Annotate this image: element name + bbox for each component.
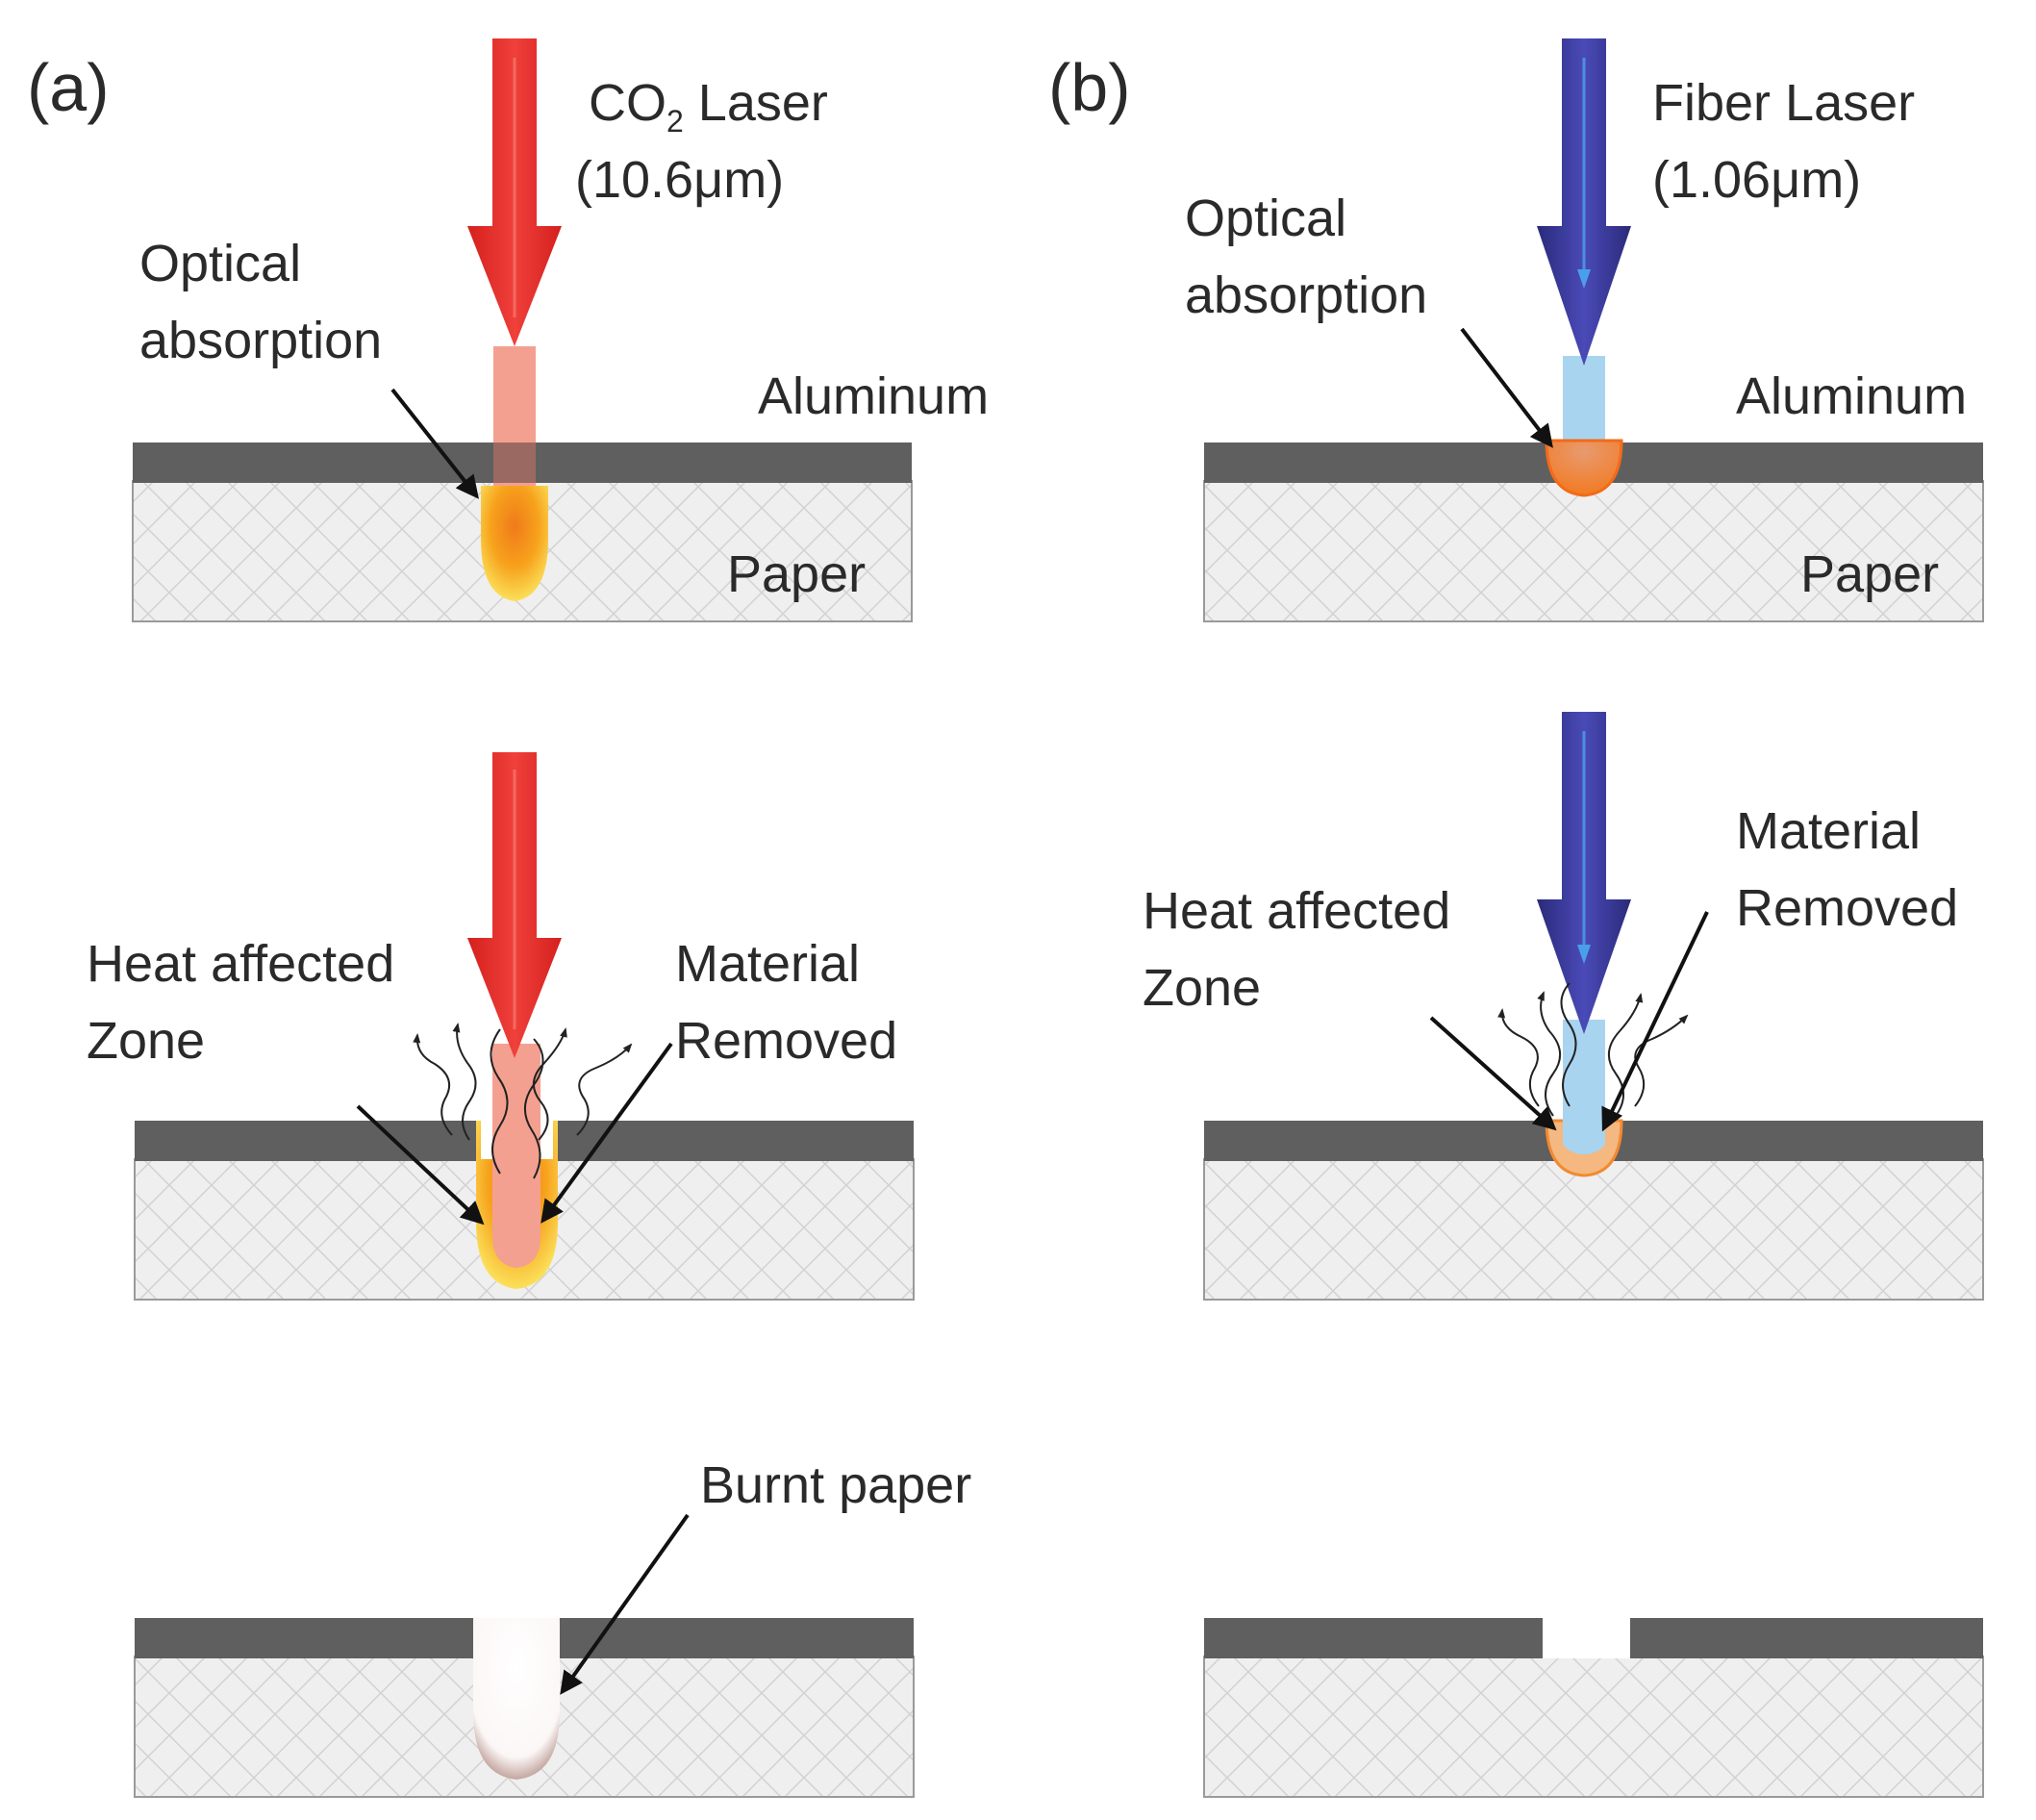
co2-wavelength: (10.6μm) bbox=[575, 151, 784, 209]
optical-label-2: absorption bbox=[1185, 266, 1427, 324]
panel-b-row1: Fiber Laser (1.06μm) Optical absorption … bbox=[1185, 38, 1984, 622]
paper-label: Paper bbox=[727, 545, 866, 603]
fiber-beam bbox=[1563, 356, 1605, 447]
heat-pointer bbox=[1429, 1016, 1557, 1131]
optical-pointer bbox=[390, 388, 479, 499]
panel-a-label: (a) bbox=[27, 50, 110, 125]
panel-b-row3 bbox=[1203, 1618, 1984, 1798]
paper-layer bbox=[1203, 1656, 1984, 1798]
aluminum-label: Aluminum bbox=[1736, 367, 1967, 425]
panel-a-row3: Burnt paper bbox=[134, 1456, 971, 1798]
material-label-1: Material bbox=[1736, 802, 1921, 860]
removed-gap bbox=[1543, 1618, 1630, 1658]
material-label-1: Material bbox=[675, 935, 860, 993]
panel-a-row1: CO2 Laser (10.6μm) Optical absorption Al… bbox=[132, 38, 989, 622]
co2-beam bbox=[492, 1044, 540, 1125]
burnt-cavity bbox=[473, 1618, 560, 1780]
panel-a-row2: Heat affected Zone Material Removed bbox=[87, 752, 915, 1301]
heat-label-1: Heat affected bbox=[87, 935, 394, 993]
aluminum-layer-right bbox=[1630, 1618, 1983, 1658]
absorption-spot bbox=[481, 486, 548, 601]
vapor-squiggles bbox=[413, 1023, 633, 1179]
heat-label-1: Heat affected bbox=[1143, 882, 1450, 940]
material-label-2: Removed bbox=[1736, 879, 1958, 937]
paper-layer bbox=[1203, 1158, 1984, 1301]
material-pointer bbox=[540, 1042, 673, 1224]
material-pointer bbox=[1601, 911, 1709, 1132]
heat-label-2: Zone bbox=[1143, 959, 1261, 1017]
aluminum-layer-left bbox=[1204, 1618, 1543, 1658]
fiber-wavelength: (1.06μm) bbox=[1652, 151, 1861, 209]
absorption-spot bbox=[1545, 439, 1623, 497]
material-label-2: Removed bbox=[675, 1012, 897, 1070]
optical-pointer bbox=[1460, 327, 1553, 448]
aluminum-layer-right bbox=[560, 1618, 914, 1658]
vapor-squiggles bbox=[1497, 982, 1689, 1117]
burnt-label: Burnt paper bbox=[700, 1456, 971, 1514]
paper-layer bbox=[1203, 480, 1984, 622]
heat-label-2: Zone bbox=[87, 1012, 205, 1070]
burnt-pointer bbox=[560, 1513, 690, 1695]
panel-b-row2: Heat affected Zone Material Removed bbox=[1143, 712, 1984, 1301]
optical-label-2: absorption bbox=[139, 312, 382, 369]
fiber-laser-label: Fiber Laser bbox=[1652, 74, 1915, 132]
aluminum-label: Aluminum bbox=[758, 367, 989, 425]
paper-label: Paper bbox=[1800, 545, 1939, 603]
optical-label-1: Optical bbox=[1185, 190, 1346, 247]
aluminum-layer-left bbox=[135, 1618, 473, 1658]
panel-b-label: (b) bbox=[1048, 50, 1131, 125]
optical-label-1: Optical bbox=[139, 235, 301, 292]
heat-pointer bbox=[356, 1104, 485, 1226]
co2-laser-label: CO2 Laser bbox=[589, 74, 828, 139]
